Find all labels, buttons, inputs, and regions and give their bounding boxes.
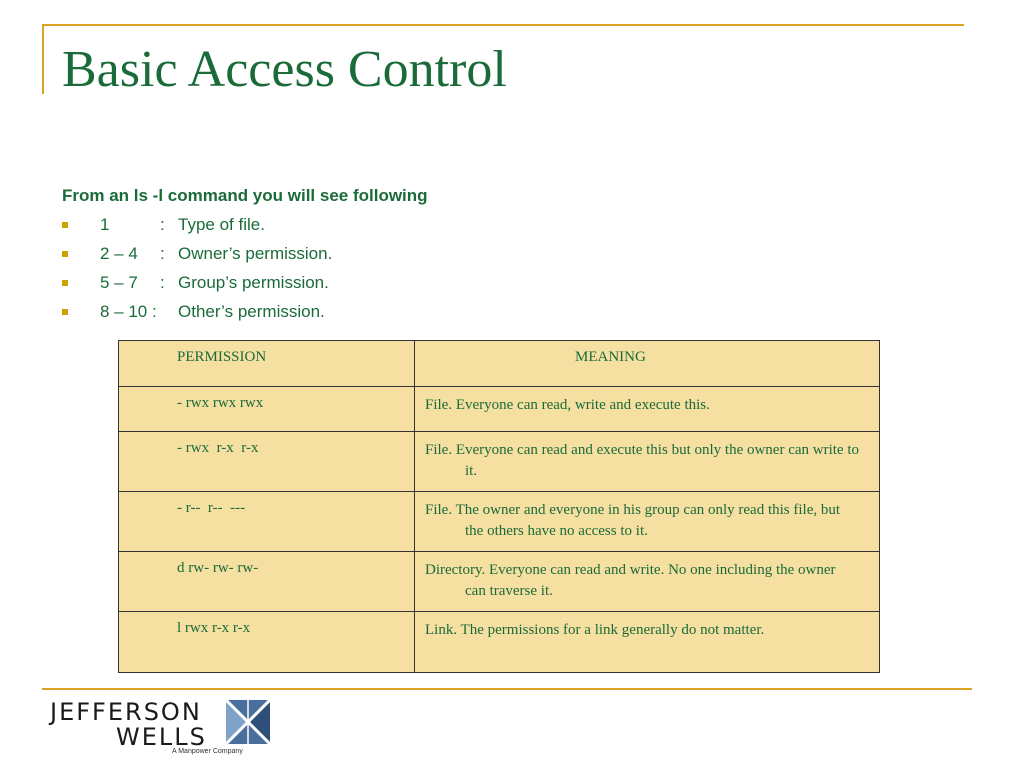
square-bullet-icon (62, 280, 68, 286)
meaning-cell: Link. The permissions for a link general… (414, 611, 880, 673)
intro-text: From an ls -l command you will see follo… (62, 186, 428, 205)
permission-column-header: PERMISSION (118, 340, 415, 387)
logo-line-1: JEFFERSON (50, 698, 202, 726)
bullet-separator: : (160, 215, 165, 234)
meaning-cell: File. Everyone can read and execute this… (414, 431, 880, 492)
bullet-separator: : (160, 244, 165, 263)
meaning-text: File. Everyone can read and execute this… (425, 442, 860, 479)
permission-cell: d rw- rw- rw- (118, 551, 415, 612)
table-row: d rw- rw- rw- Directory. Everyone can re… (118, 551, 880, 612)
bullet-text: Other’s permission. (178, 302, 325, 321)
logo-line-2: WELLS (116, 723, 207, 751)
bullet-text: Owner’s permission. (178, 244, 333, 263)
jefferson-wells-logo: JEFFERSON WELLS A Manpower Company (50, 698, 290, 760)
table-row: l rwx r-x r-x Link. The permissions for … (118, 611, 880, 673)
bullet-range: 5 – 7 (100, 273, 138, 292)
meaning-cell: Directory. Everyone can read and write. … (414, 551, 880, 612)
footer-rule (42, 688, 972, 690)
meaning-column-header: MEANING (414, 340, 880, 387)
bullet-range: 2 – 4 (100, 244, 138, 263)
permission-cell: - r-- r-- --- (118, 491, 415, 552)
square-bullet-icon (62, 309, 68, 315)
bullet-text: Type of file. (178, 215, 265, 234)
meaning-text: File. Everyone can read, write and execu… (425, 397, 710, 413)
table-row: - rwx rwx rwx File. Everyone can read, w… (118, 386, 880, 432)
square-bullet-icon (62, 251, 68, 257)
meaning-text: Link. The permissions for a link general… (425, 622, 765, 638)
table-row: - rwx r-x r-x File. Everyone can read an… (118, 431, 880, 492)
frame-left-rule (42, 24, 44, 94)
permission-cell: - rwx rwx rwx (118, 386, 415, 432)
meaning-text: Directory. Everyone can read and write. … (425, 562, 836, 599)
meaning-cell: File. The owner and everyone in his grou… (414, 491, 880, 552)
logo-tagline: A Manpower Company (172, 748, 243, 755)
slide-title: Basic Access Control (62, 41, 507, 98)
permission-table: PERMISSION MEANING - rwx rwx rwx File. E… (118, 340, 880, 673)
bullet-separator: : (160, 273, 165, 292)
table-row: - r-- r-- --- File. The owner and everyo… (118, 491, 880, 552)
bullet-text: Group’s permission. (178, 273, 329, 292)
permission-cell: - rwx r-x r-x (118, 431, 415, 492)
permission-cell: l rwx r-x r-x (118, 611, 415, 673)
square-bullet-icon (62, 222, 68, 228)
jefferson-wells-mark-icon (226, 700, 270, 744)
bullet-range: 1 (100, 215, 110, 234)
meaning-cell: File. Everyone can read, write and execu… (414, 386, 880, 432)
meaning-text: File. The owner and everyone in his grou… (425, 502, 841, 539)
frame-top-rule (42, 24, 964, 26)
table-header-row: PERMISSION MEANING (118, 340, 880, 387)
bullet-range: 8 – 10 : (100, 302, 157, 321)
